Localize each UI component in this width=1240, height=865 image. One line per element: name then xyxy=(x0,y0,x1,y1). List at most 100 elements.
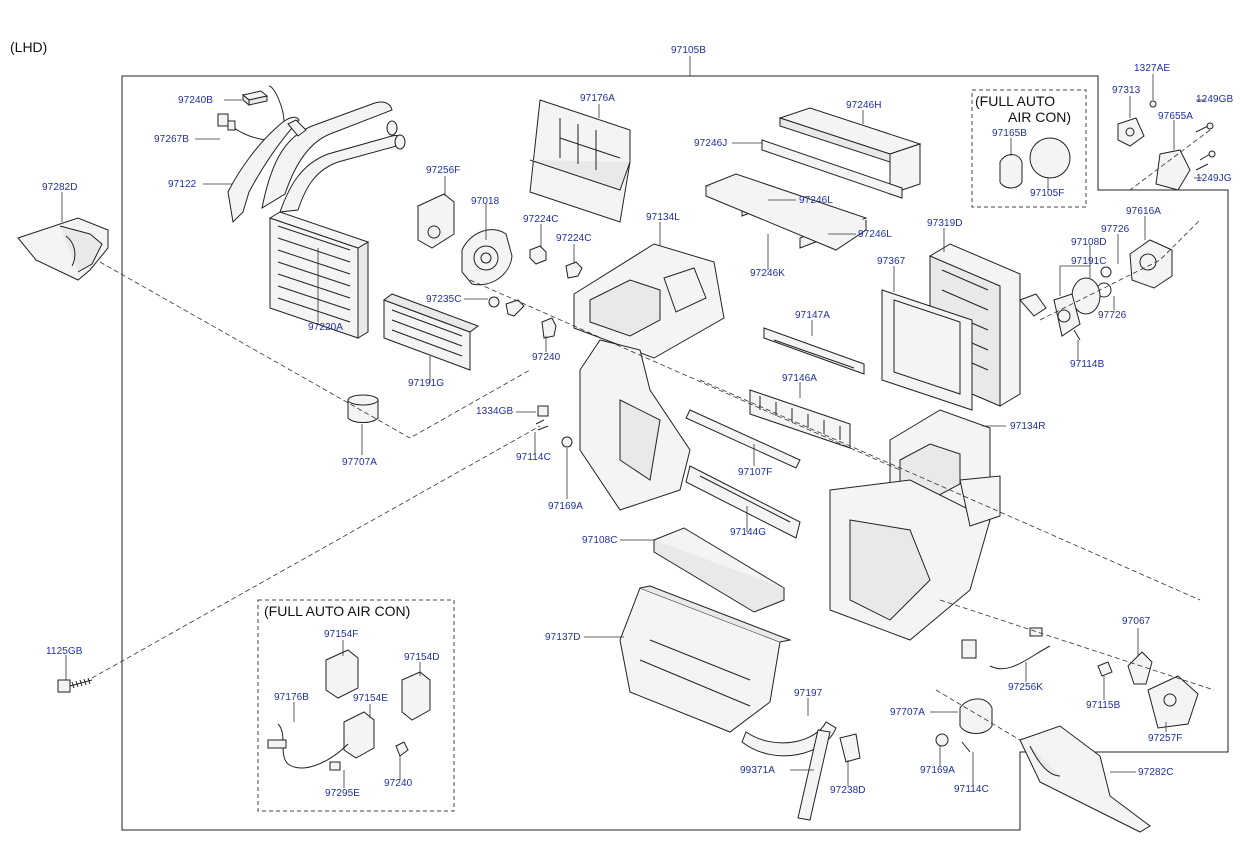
full-auto-box-top-line1: (FULL AUTO xyxy=(975,93,1056,109)
part-97018-intake-actuator xyxy=(461,229,513,286)
part-label: 97018 xyxy=(471,196,500,207)
part-97114B xyxy=(1073,329,1081,341)
part-label: 97169A xyxy=(920,765,956,776)
part-97169A-mid xyxy=(561,436,573,448)
part-label: 97107F xyxy=(738,467,773,478)
part-label: 97726 xyxy=(1101,224,1130,235)
assembly-dashed-lines xyxy=(91,129,1215,741)
part-label: 97238D xyxy=(830,785,866,796)
part-97108C-tray xyxy=(652,527,786,613)
part-97707A-right-seal xyxy=(959,698,993,734)
part-label: 97197 xyxy=(794,688,823,699)
full-auto-box-top xyxy=(971,89,1087,208)
part-97256F-actuator xyxy=(417,193,455,249)
full-auto-box-top-line2: AIR CON) xyxy=(1008,109,1071,125)
part-97154E-actuator xyxy=(343,711,375,759)
part-label: 97191G xyxy=(408,378,445,389)
part-label: 97256K xyxy=(1008,682,1044,693)
part-label: 97137D xyxy=(545,632,581,643)
part-label: 97240B xyxy=(178,95,214,106)
part-label: 97115B xyxy=(1086,700,1121,711)
part-1327AE xyxy=(1149,100,1157,108)
part-label: 97220A xyxy=(308,322,344,333)
part-97240-mid xyxy=(541,317,557,339)
part-label: 97224C xyxy=(556,233,592,244)
part-97256K-harness xyxy=(961,627,1051,670)
part-label: 97191C xyxy=(1071,256,1107,267)
part-97169A-right xyxy=(935,733,949,747)
part-label: 97235C xyxy=(426,294,462,305)
part-label: 97105F xyxy=(1030,188,1065,199)
part-97114C-mid xyxy=(535,419,549,431)
part-label: 97067 xyxy=(1122,616,1151,627)
part-label: 97240 xyxy=(384,778,413,789)
part-97154D-actuator xyxy=(401,671,431,721)
part-label: 97246L xyxy=(858,229,892,240)
part-label: 1125GB xyxy=(46,646,83,657)
part-label: 97246L xyxy=(799,195,833,206)
part-97176B-harness xyxy=(267,723,349,769)
part-label: 97726 xyxy=(1098,310,1127,321)
part-97257F-actuator xyxy=(1147,675,1199,729)
part-label: 97246H xyxy=(846,100,882,111)
part-99371A-hose xyxy=(797,729,831,821)
part-label: 97707A xyxy=(890,707,926,718)
part-97137D-lower-case xyxy=(619,585,792,733)
part-label: 97154F xyxy=(324,629,359,640)
part-97246H-frame xyxy=(778,107,922,195)
part-1249-bolts xyxy=(1195,122,1216,171)
part-label: 1249GB xyxy=(1196,94,1234,105)
part-label: 97114C xyxy=(954,784,989,795)
part-label: 97240 xyxy=(532,352,561,363)
part-label: 1334GB xyxy=(476,406,514,417)
part-label: 97313 xyxy=(1112,85,1141,96)
part-97240-box xyxy=(395,741,409,757)
part-label: 97154E xyxy=(353,693,389,704)
part-97246K-frame xyxy=(704,173,868,251)
part-label: 97169A xyxy=(548,501,584,512)
part-label: 97707A xyxy=(342,457,378,468)
part-label: 97367 xyxy=(877,256,906,267)
part-97165B xyxy=(999,154,1023,189)
part-label: 97176A xyxy=(580,93,616,104)
part-97154F-actuator xyxy=(325,649,359,699)
part-label: 97176B xyxy=(274,692,310,703)
part-97707A-left-seal xyxy=(347,394,379,423)
frame-part-number: 97105B xyxy=(671,45,707,56)
part-label: 97144G xyxy=(730,527,767,538)
full-auto-box-bottom-title: (FULL AUTO AIR CON) xyxy=(264,603,411,619)
part-97107F-door xyxy=(685,409,801,469)
variant-label: (LHD) xyxy=(10,39,48,55)
part-97282C-duct xyxy=(1019,725,1151,833)
part-label: 97282C xyxy=(1138,767,1174,778)
part-label: 97257F xyxy=(1148,733,1183,744)
part-1334GB xyxy=(537,405,549,417)
part-label: 97147A xyxy=(795,310,831,321)
part-label: 97319D xyxy=(927,218,963,229)
part-label: 97246K xyxy=(750,268,786,279)
part-label: 97114C xyxy=(516,452,551,463)
part-97224C-b xyxy=(565,261,583,279)
part-97313 xyxy=(1117,117,1145,147)
part-97616A-motor xyxy=(1129,239,1173,289)
part-97224C-a xyxy=(529,245,547,265)
assembly-frame xyxy=(121,75,1229,831)
part-97176A-cover xyxy=(529,99,631,223)
part-label: 97154D xyxy=(404,652,440,663)
part-label: 1249JG xyxy=(1196,173,1232,184)
part-label: 97224C xyxy=(523,214,559,225)
part-label: 97246J xyxy=(694,138,728,149)
part-label: 97114B xyxy=(1070,359,1105,370)
part-label: 97282D xyxy=(42,182,78,193)
part-97067-actuator xyxy=(1127,651,1153,685)
part-label: 97108D xyxy=(1071,237,1107,248)
leader-lines xyxy=(61,74,1206,788)
part-97295E xyxy=(329,761,341,771)
part-97114C-right xyxy=(961,741,971,753)
part-97238D xyxy=(839,733,861,763)
part-97367-filter xyxy=(881,289,973,411)
part-label: 97146A xyxy=(782,373,818,384)
part-label: 97655A xyxy=(1158,111,1194,122)
part-label: 99371A xyxy=(740,765,776,776)
